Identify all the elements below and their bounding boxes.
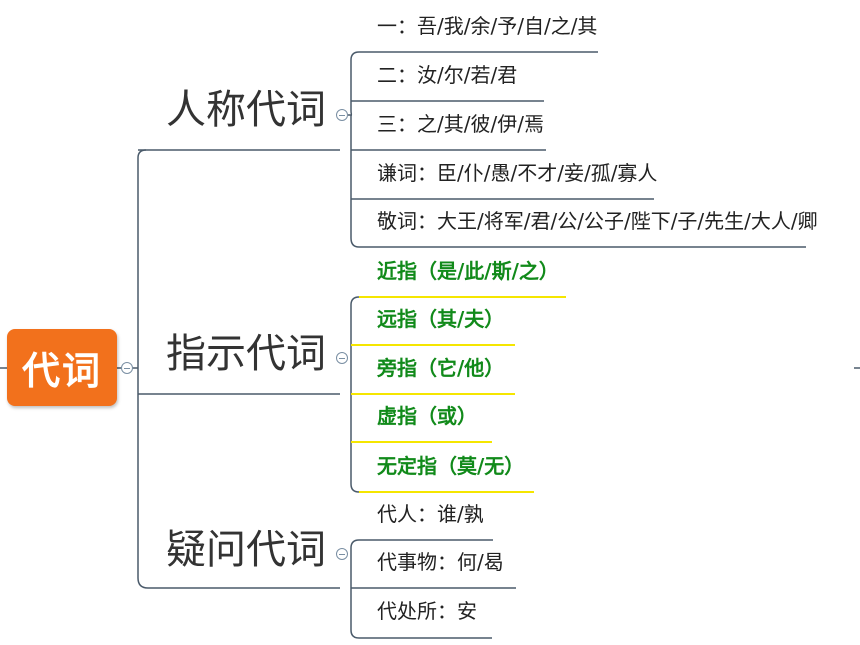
leaf-node[interactable]: 远指（其/夫） <box>377 307 505 331</box>
branch-personal-pronouns[interactable]: 人称代词 <box>166 86 326 134</box>
branch-demonstrative-pronouns[interactable]: 指示代词 <box>166 330 326 378</box>
leaf-node[interactable]: 旁指（它/他） <box>377 356 505 380</box>
leaf-node[interactable]: 敬词：大王/将军/君/公/公子/陛下/子/先生/大人/卿 <box>377 209 818 233</box>
leaf-node[interactable]: 代处所：安 <box>377 599 477 623</box>
group-bracket-interrogative <box>350 539 360 639</box>
root-collapse-toggle[interactable] <box>121 362 133 374</box>
leaf-node[interactable]: 无定指（莫/无） <box>377 454 525 478</box>
branch-collapse-toggle[interactable] <box>336 548 348 560</box>
root-node[interactable]: 代词 <box>7 329 117 406</box>
trunk-line <box>137 149 149 589</box>
leaf-node[interactable]: 近指（是/此/斯/之） <box>377 259 559 283</box>
branch-label: 人称代词 <box>166 87 326 133</box>
leaf-node[interactable]: 虚指（或） <box>377 404 477 428</box>
branch-label: 指示代词 <box>166 331 326 377</box>
leaf-node[interactable]: 谦词：臣/仆/愚/不才/妾/孤/寡人 <box>377 161 658 185</box>
leaf-node[interactable]: 代事物：何/曷 <box>377 550 504 574</box>
root-label: 代词 <box>21 349 102 393</box>
branch-label: 疑问代词 <box>166 527 326 573</box>
leaf-node[interactable]: 代人：谁/孰 <box>377 502 484 526</box>
group-bracket-demonstrative <box>350 296 360 493</box>
leaf-node[interactable]: 一：吾/我/余/予/自/之/其 <box>377 14 598 38</box>
branch-collapse-toggle[interactable] <box>336 352 348 364</box>
branch-interrogative-pronouns[interactable]: 疑问代词 <box>166 526 326 574</box>
branch-collapse-toggle[interactable] <box>336 109 348 121</box>
group-bracket-personal <box>348 51 360 248</box>
leaf-node[interactable]: 二：汝/尔/若/君 <box>377 63 518 87</box>
leaf-node[interactable]: 三：之/其/彼/伊/焉 <box>377 112 544 136</box>
